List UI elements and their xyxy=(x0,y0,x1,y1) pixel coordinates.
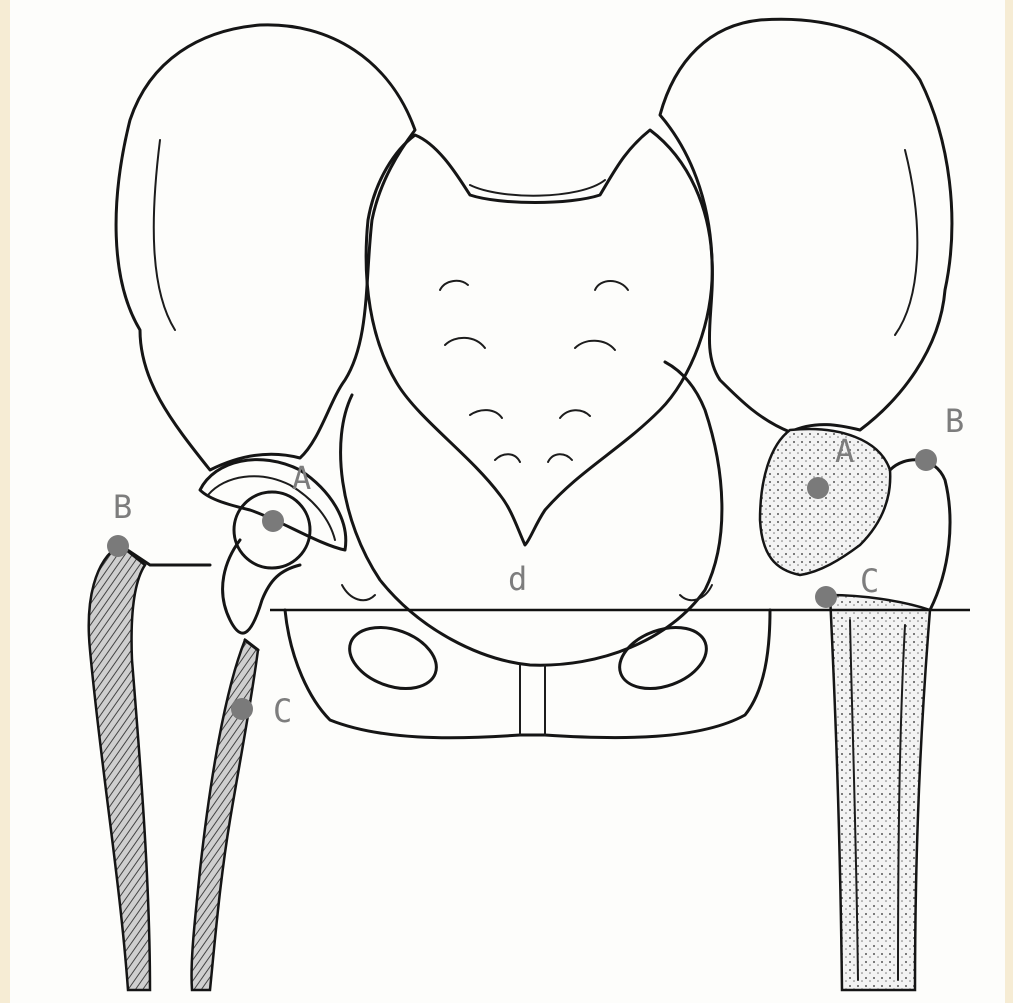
right-iliac-wing xyxy=(660,19,952,432)
sacral-foramen-3a xyxy=(470,410,502,418)
right-iliac-inner-contour xyxy=(895,150,917,335)
left-iliac-inner-contour xyxy=(154,140,175,330)
right-femoral-head xyxy=(760,429,890,575)
left-prosthesis-neck xyxy=(223,540,300,633)
sacral-foramen-2a xyxy=(445,338,485,348)
left-marker-A xyxy=(262,510,284,532)
sacral-promontory-curve xyxy=(470,180,605,196)
right-obturator-foramen xyxy=(611,616,715,699)
left-marker-C xyxy=(231,698,253,720)
pubic-symphysis xyxy=(520,665,545,735)
left-ischial-spine xyxy=(342,585,375,600)
pelvic-inlet xyxy=(341,362,722,665)
right-marker-A xyxy=(807,477,829,499)
left-label-B: B xyxy=(113,488,132,526)
left-label-A: A xyxy=(292,459,311,497)
right-femur-shaft xyxy=(830,595,930,990)
left-obturator-foramen xyxy=(341,616,445,699)
line-label-d: d xyxy=(508,560,527,598)
right-marker-B xyxy=(915,449,937,471)
left-marker-B xyxy=(107,535,129,557)
left-pubic-ramus xyxy=(285,610,770,738)
sacral-foramen-2b xyxy=(575,341,615,350)
right-label-A: A xyxy=(835,432,854,470)
sacral-foramen-3b xyxy=(560,410,590,418)
left-femur-lateral-cortex xyxy=(89,545,150,990)
left-iliac-wing xyxy=(116,25,415,470)
sacral-foramen-4b xyxy=(548,454,572,462)
right-greater-trochanter xyxy=(890,460,950,610)
right-label-C: C xyxy=(860,562,879,600)
right-label-B: B xyxy=(945,402,964,440)
right-marker-C xyxy=(815,586,837,608)
sacral-foramen-1b xyxy=(595,281,628,290)
sacrum xyxy=(366,130,712,545)
left-label-C: C xyxy=(273,692,292,730)
left-acetabular-cup xyxy=(200,460,346,550)
left-femur-medial-cortex xyxy=(192,640,258,990)
sacral-foramen-4a xyxy=(495,454,520,462)
sacral-foramen-1a xyxy=(440,281,468,290)
